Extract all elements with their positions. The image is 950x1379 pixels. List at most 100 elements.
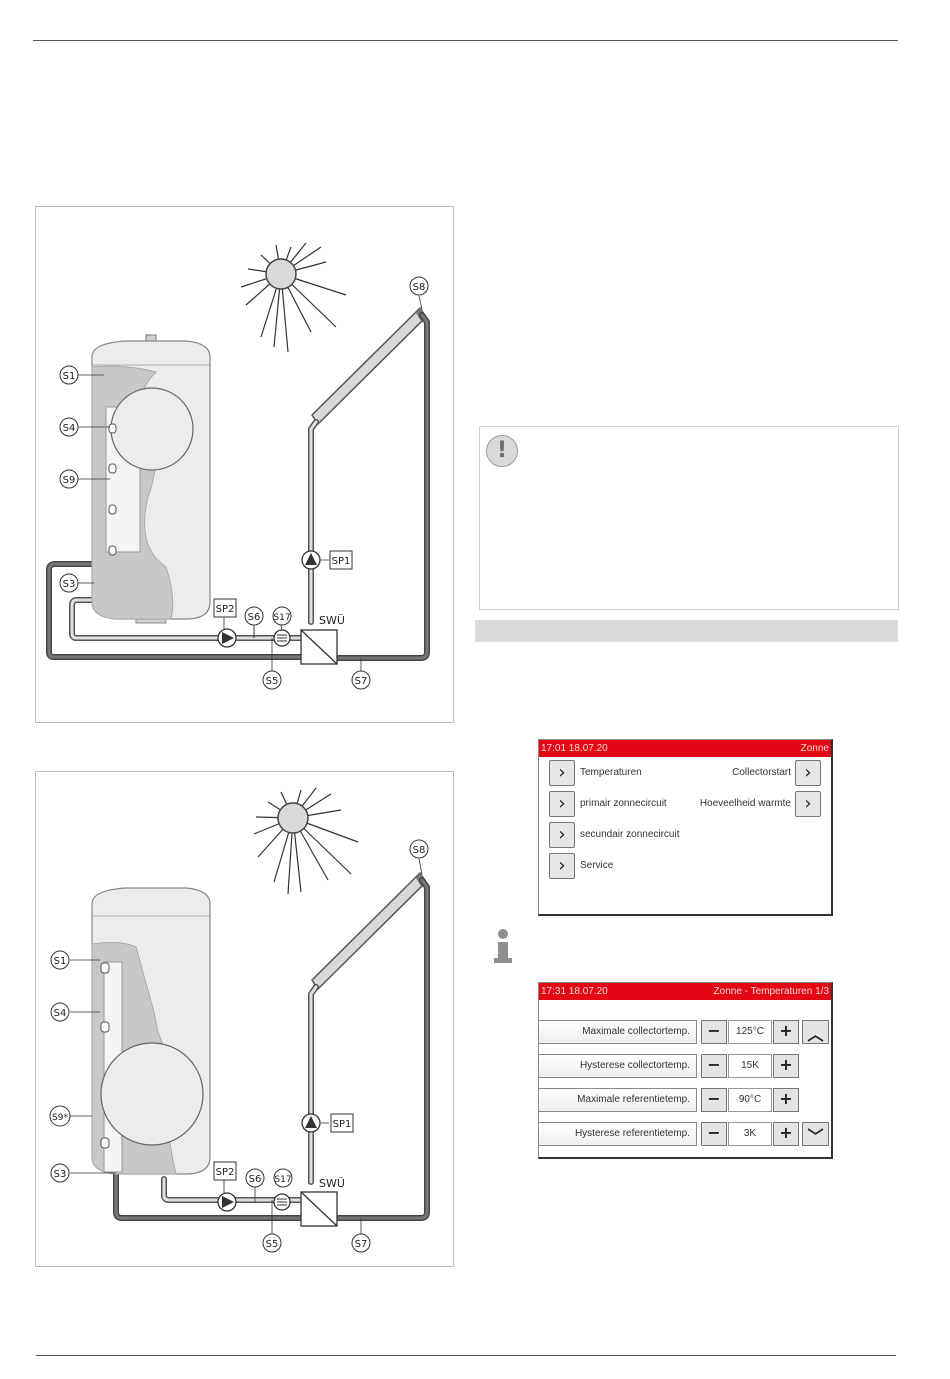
sensor-s1: S1 [59,365,79,385]
plus-button[interactable]: + [773,1054,799,1078]
svg-text:S1: S1 [63,371,76,382]
chevron-down-icon: ﹀ [807,1127,824,1146]
heat-exchanger-icon [300,1191,338,1227]
screen-time: 17:01 18.07.20 [541,743,608,754]
exclamation-icon: ! [486,435,518,467]
sensor-s6: S6 [245,1168,265,1188]
svg-text:S5: S5 [266,1239,279,1250]
menu-button-collectorstart[interactable]: › [795,760,821,786]
chevron-right-icon: › [558,824,566,845]
section-bar [475,620,898,642]
menu-button-primair[interactable]: › [549,791,575,817]
svg-text:S1: S1 [54,956,67,967]
solar-diagram-2: S1 S4 S9* S3 S8 S6 S17 S5 S7 SP1 SP2 SWÜ [35,771,454,1267]
sensor-s7: S7 [351,1233,371,1253]
param-value-hyst-collector: 15K [728,1054,772,1078]
minus-button[interactable]: − [701,1054,727,1078]
bottom-rule [36,1355,896,1356]
storage-tank [91,887,211,1175]
svg-text:S8: S8 [413,845,426,856]
sensor-s9-star: S9* [49,1105,71,1127]
svg-text:S6: S6 [248,612,261,623]
pump-sp2-icon [217,1192,237,1212]
sensor-s17: S17 [272,606,292,626]
param-value-max-collector: 125°C [728,1020,772,1044]
pipes [46,312,430,661]
menu-label-collectorstart[interactable]: Collectorstart [732,767,791,778]
chevron-right-icon: › [804,762,812,783]
param-label-hyst-collector: Hysterese collectortemp. [539,1054,697,1078]
svg-text:SP2: SP2 [216,1167,235,1178]
plus-button[interactable]: + [773,1020,799,1044]
label-swu: SWÜ [319,1177,345,1190]
sensor-s9: S9 [59,469,79,489]
label-sp1: SP1 [330,1113,354,1133]
sensor-s4: S4 [59,417,79,437]
pipes [113,877,430,1221]
param-value-hyst-reference: 3K [728,1122,772,1146]
menu-label-primair[interactable]: primair zonnecircuit [580,798,667,809]
menu-label-temperaturen[interactable]: Temperaturen [580,767,642,778]
menu-label-hoeveelheid[interactable]: Hoeveelheid warmte [699,798,791,809]
param-label-max-collector: Maximale collectortemp. [539,1020,697,1044]
leader-lines [70,858,423,1234]
label-sp1: SP1 [329,550,353,570]
screen-header: 17:01 18.07.20 Zonne [539,740,831,757]
sensor-s17: S17 [273,1168,293,1188]
flow-meter-icon [273,1193,291,1211]
sensor-s8: S8 [409,839,429,859]
minus-button[interactable]: − [701,1122,727,1146]
solar-diagram-1: S1 S4 S9 S3 S8 S6 S17 S5 S7 SP1 SP2 SWÜ [35,206,454,723]
sensor-s5: S5 [262,1233,282,1253]
chevron-right-icon: › [558,762,566,783]
leader-lines [78,295,423,671]
chevron-right-icon: › [804,793,812,814]
minus-button[interactable]: − [701,1088,727,1112]
menu-label-secundair[interactable]: secundair zonnecircuit [580,829,680,840]
svg-text:S9: S9 [63,475,76,486]
menu-button-secundair[interactable]: › [549,822,575,848]
scroll-down-button[interactable]: ﹀ [802,1122,829,1146]
sensor-s5: S5 [262,670,282,690]
top-rule [33,40,898,41]
info-icon [493,929,513,965]
sensor-s7: S7 [351,670,371,690]
sensor-s4: S4 [50,1002,70,1022]
minus-button[interactable]: − [701,1020,727,1044]
screen-title: Zonne [800,743,829,754]
chevron-right-icon: › [558,793,566,814]
param-label-hyst-reference: Hysterese referentietemp. [539,1122,697,1146]
svg-text:S7: S7 [355,676,368,687]
pump-sp2-icon [217,628,237,648]
menu-button-service[interactable]: › [549,853,575,879]
svg-text:S8: S8 [413,282,426,293]
menu-button-temperaturen[interactable]: › [549,760,575,786]
plus-button[interactable]: + [773,1122,799,1146]
solar-collector [311,306,427,426]
screen-title: Zonne - Temperaturen 1/3 [713,986,829,997]
screen-time: 17:31 18.07.20 [541,986,608,997]
plus-button[interactable]: + [773,1088,799,1112]
svg-text:S4: S4 [54,1008,67,1019]
sun-icon [240,242,347,353]
diagram-2-svg: S1 S4 S9* S3 S8 S6 S17 S5 S7 SP1 SP2 SWÜ [49,787,430,1253]
param-label-max-reference: Maximale referentietemp. [539,1088,697,1112]
svg-text:SP1: SP1 [332,556,351,567]
sensor-s3: S3 [50,1163,70,1183]
svg-text:SP2: SP2 [216,604,235,615]
menu-button-hoeveelheid[interactable]: › [795,791,821,817]
menu-label-service[interactable]: Service [580,860,614,871]
diagram-1-svg: S1 S4 S9 S3 S8 S6 S17 S5 S7 SP1 SP2 SWÜ [46,242,430,690]
storage-tank [91,334,211,624]
controller-screen-temperatures: 17:31 18.07.20 Zonne - Temperaturen 1/3 … [538,982,833,1159]
sensor-s6: S6 [244,606,264,626]
scroll-up-button[interactable]: ︿ [802,1020,829,1044]
label-sp2: SP2 [213,1161,237,1181]
svg-text:S5: S5 [266,676,279,687]
sensor-s3: S3 [59,573,79,593]
sun-icon [253,787,359,895]
svg-text:S17: S17 [274,1175,291,1185]
notice-box: ! [479,426,899,610]
heat-exchanger-icon [300,629,338,665]
flow-meter-icon [273,629,291,647]
